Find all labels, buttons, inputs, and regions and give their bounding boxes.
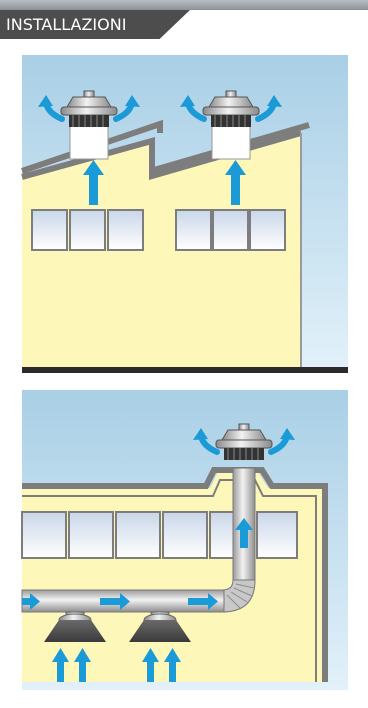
header-tab xyxy=(0,10,190,39)
fan-base-2 xyxy=(211,125,251,160)
top-strip xyxy=(0,0,368,10)
air-flow-arrowheads xyxy=(38,95,282,107)
ground-line xyxy=(22,367,348,373)
air-flow-arrow-icon xyxy=(52,648,181,682)
fan-base-1 xyxy=(69,125,109,160)
extraction-hood-icon xyxy=(129,611,191,642)
roof-fan-icon xyxy=(215,423,273,460)
air-flow-arrow-icon xyxy=(83,160,246,205)
page-title: INSTALLAZIONI xyxy=(6,15,127,34)
extraction-hood-icon xyxy=(44,611,106,642)
air-flow-arrow-icon xyxy=(22,518,253,610)
elbow-segments xyxy=(226,583,255,609)
air-flow-arrowheads xyxy=(193,428,295,440)
roof-outline xyxy=(22,467,328,682)
windows xyxy=(31,209,286,251)
roof-fan-installation-diagram xyxy=(0,55,368,377)
duct-extraction-installation-diagram xyxy=(0,390,368,690)
